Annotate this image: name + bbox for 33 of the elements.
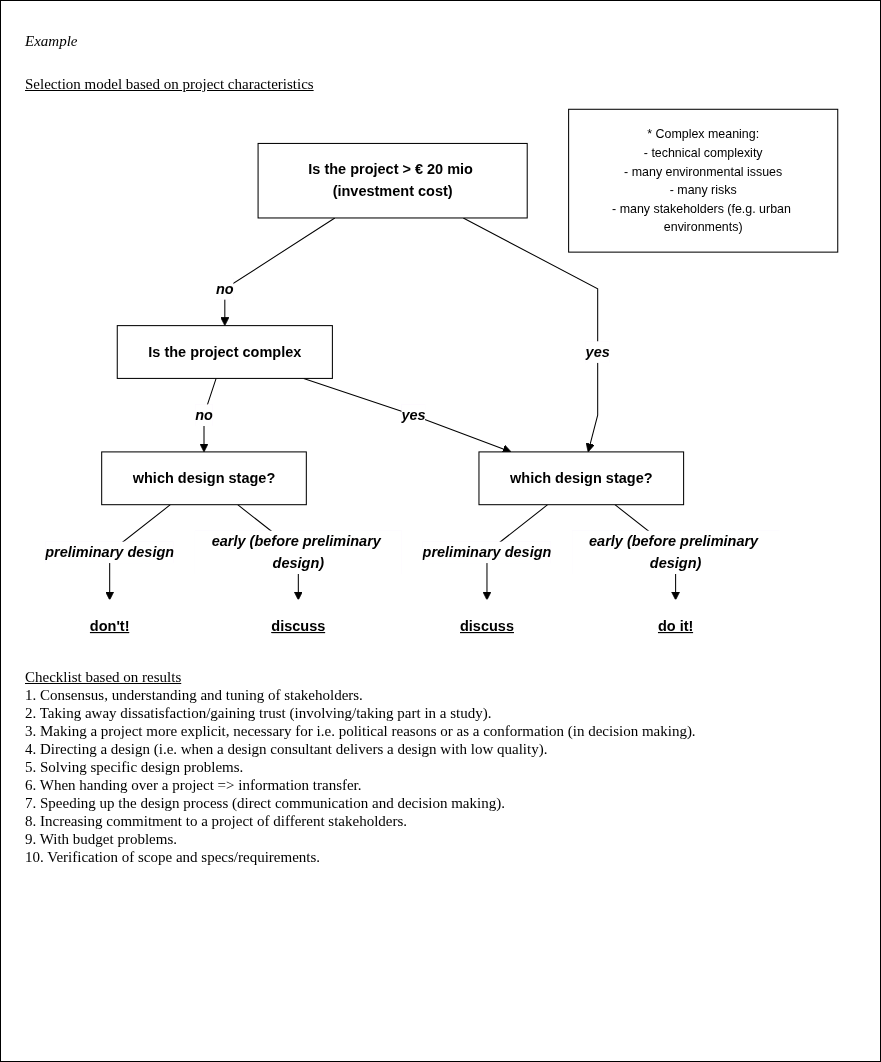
arrow	[220, 217, 336, 327]
edge-label: yes	[401, 406, 426, 423]
checklist-item: 2. Taking away dissatisfaction/gaining trust (involving/taking part in a study).	[25, 705, 493, 722]
node-box: which design stage?	[101, 451, 307, 506]
section-heading: Checklist based on results	[25, 669, 183, 686]
edge-label: early (before preliminary design)	[211, 532, 381, 571]
checklist-item: 5. Solving specific design problems.	[25, 759, 245, 776]
checklist-item: 7. Speeding up the design process (direct communication and decision making).	[25, 795, 506, 812]
checklist-item: 8. Increasing commitment to a project of different stakeholders.	[25, 813, 409, 830]
arrow	[199, 377, 217, 453]
edge-label: no	[215, 280, 234, 297]
checklist-item: 9. With budget problems.	[25, 831, 179, 848]
node-text: discuss	[459, 617, 514, 635]
node-text: don't!	[89, 617, 130, 635]
edge-label: yes	[585, 343, 610, 360]
arrow	[462, 217, 599, 453]
edge-label: preliminary design	[45, 543, 175, 561]
checklist-item: 1. Consensus, understanding and tuning of stakeholders.	[25, 687, 364, 704]
edge-label: early (before preliminary design)	[589, 532, 759, 571]
edge-label: preliminary design	[422, 543, 552, 561]
title: Example	[25, 33, 79, 50]
edge-label: no	[195, 406, 213, 423]
node-box: Is the project complex	[116, 325, 333, 379]
checklist-item: 3. Making a project more explicit, necessary for i.e. political reasons or as a conformation (in decision making).	[25, 723, 697, 740]
node-box: which design stage?	[478, 451, 685, 506]
node-box: Is the project > € 20 mio (investment cost)	[257, 142, 528, 219]
checklist-item: 4. Directing a design (i.e. when a design consultant delivers a design with low quality).	[25, 741, 549, 758]
node-box: * Complex meaning: - technical complexity - many environmental issues - many risks - many stakeholders (fe.g. urban environments)	[568, 108, 839, 253]
checklist-item: 6. When handing over a project => information transfer.	[25, 777, 363, 794]
section-heading: Selection model based on project characteristics	[25, 76, 315, 93]
checklist-item: 10. Verification of scope and specs/requirements.	[25, 849, 322, 866]
node-text: do it!	[657, 617, 694, 635]
node-text: discuss	[271, 617, 326, 635]
